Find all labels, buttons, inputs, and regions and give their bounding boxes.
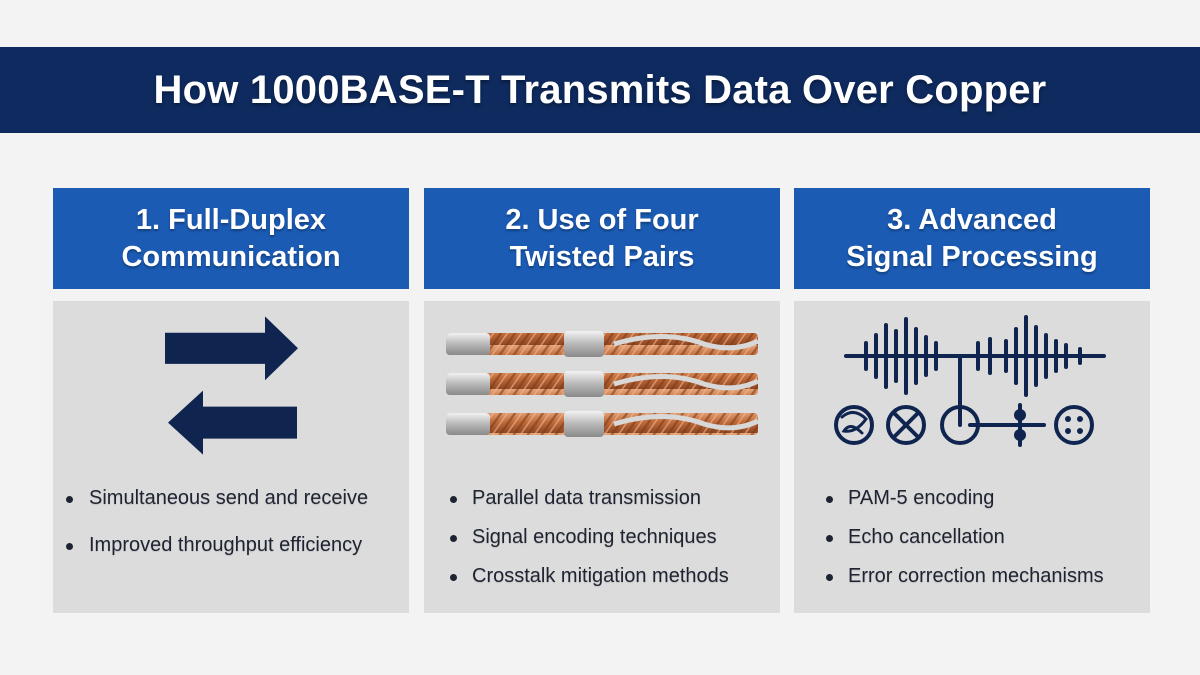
list-item: Signal encoding techniques: [424, 526, 780, 549]
column-panel: PAM-5 encoding Echo cancellation Error c…: [794, 301, 1150, 613]
cable-1: [446, 331, 760, 357]
twisted-pair-cables-icon: [446, 331, 760, 437]
bidirectional-arrows-icon: [165, 316, 298, 455]
title-bar: How 1000BASE-T Transmits Data Over Coppe…: [0, 47, 1200, 133]
column-header-line2: Communication: [121, 240, 341, 273]
column-header: 3. Advanced Signal Processing: [794, 188, 1150, 289]
list-item: Simultaneous send and receive: [53, 487, 409, 510]
column-panel: Parallel data transmission Signal encodi…: [424, 301, 780, 613]
column-full-duplex: 1. Full-Duplex Communication Simultaneou…: [53, 188, 409, 613]
column-header: 1. Full-Duplex Communication: [53, 188, 409, 289]
column-panel: Simultaneous send and receive Improved t…: [53, 301, 409, 613]
column-header-line1: 2. Use of Four: [505, 203, 699, 236]
column-signal-processing: 3. Advanced Signal Processing: [794, 188, 1150, 613]
list-item: Echo cancellation: [794, 526, 1150, 549]
column-twisted-pairs: 2. Use of Four Twisted Pairs: [424, 188, 780, 613]
column-header-line2: Signal Processing: [846, 240, 1098, 273]
column-header-line1: 3. Advanced: [887, 203, 1057, 236]
list-item: Error correction mechanisms: [794, 565, 1150, 588]
column-header-line2: Twisted Pairs: [509, 240, 695, 273]
column-header-line1: 1. Full-Duplex: [135, 203, 327, 236]
cable-3: [446, 411, 760, 437]
bullet-list: Parallel data transmission Signal encodi…: [424, 487, 780, 604]
bullet-list: Simultaneous send and receive Improved t…: [53, 487, 409, 581]
list-item: Improved throughput efficiency: [53, 534, 409, 557]
list-item: Parallel data transmission: [424, 487, 780, 510]
cable-2: [446, 371, 760, 397]
signal-waveform-icon: [834, 315, 1106, 447]
list-item: PAM-5 encoding: [794, 487, 1150, 510]
bullet-list: PAM-5 encoding Echo cancellation Error c…: [794, 487, 1150, 604]
list-item: Crosstalk mitigation methods: [424, 565, 780, 588]
page-title: How 1000BASE-T Transmits Data Over Coppe…: [153, 67, 1047, 112]
column-header: 2. Use of Four Twisted Pairs: [424, 188, 780, 289]
